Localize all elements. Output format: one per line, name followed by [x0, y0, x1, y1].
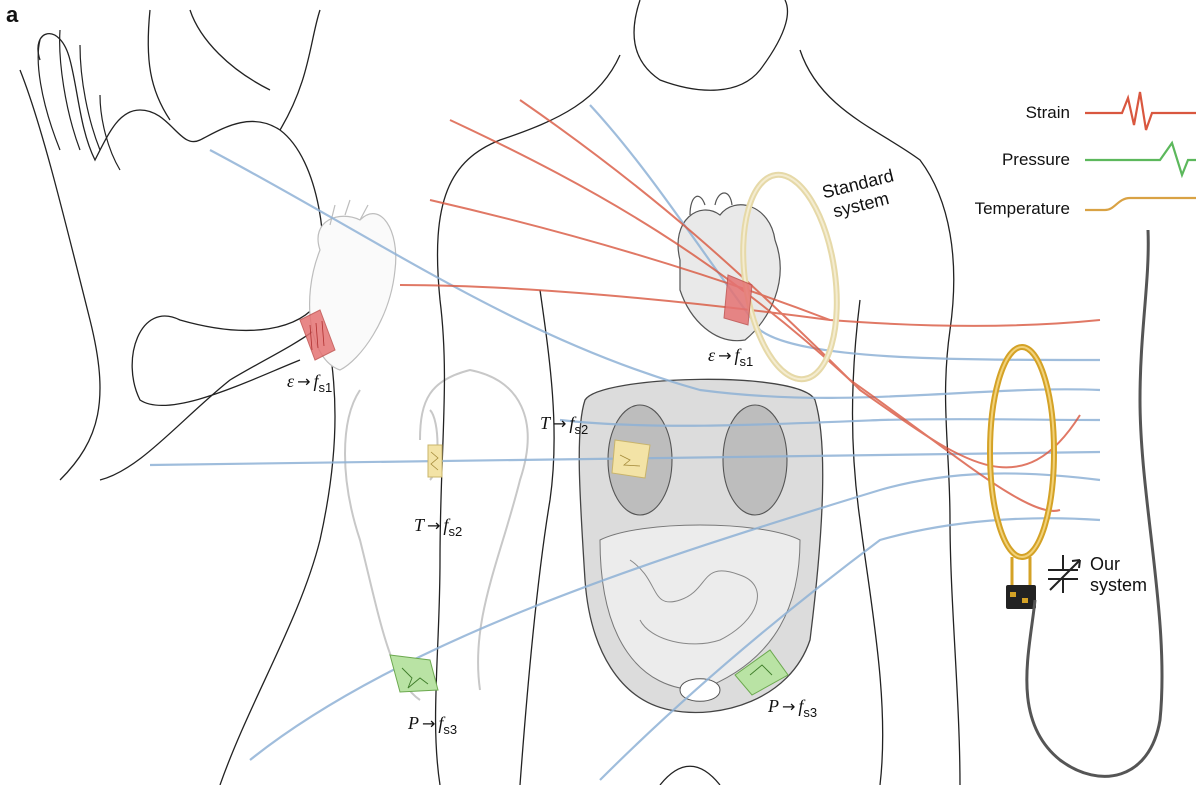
- pressure-mapping-label-front: P→fs3: [768, 697, 817, 719]
- arrow-glyph: →: [715, 346, 734, 365]
- temperature-mapping-label-front: T→fs2: [540, 414, 588, 436]
- legend-temperature-label: Temperature: [975, 199, 1070, 219]
- temperature-sensor-patch-front: [612, 440, 650, 478]
- panel-label: a: [6, 2, 18, 28]
- mapping-var: T: [540, 413, 550, 433]
- side-figure-outline: [20, 10, 340, 785]
- mapping-sub: s1: [740, 354, 754, 369]
- mapping-sub: s2: [574, 422, 588, 437]
- our-system-line2: system: [1090, 575, 1147, 596]
- legend-temperature-wave: [1085, 198, 1196, 210]
- legend-pressure-wave: [1085, 143, 1196, 175]
- mapping-var: T: [414, 515, 424, 535]
- mapping-sub: s2: [448, 524, 462, 539]
- arrow-glyph: →: [419, 714, 438, 733]
- mapping-sub: s3: [803, 705, 817, 720]
- legend-pressure-label: Pressure: [1002, 150, 1070, 170]
- mapping-var: P: [768, 696, 779, 716]
- temperature-mapping-label-side: T→fs2: [414, 516, 462, 538]
- temperature-sensor-patch-side: [428, 445, 442, 477]
- pressure-sensor-patch-side: [390, 655, 438, 692]
- arrow-glyph: →: [779, 697, 798, 716]
- variable-capacitor-icon: [1048, 555, 1080, 593]
- arrow-glyph: →: [550, 414, 569, 433]
- strain-mapping-label-side: ε→fs1: [287, 372, 332, 394]
- legend-strain-label: Strain: [1026, 103, 1070, 123]
- our-system-label: Our system: [1090, 554, 1147, 596]
- hand-outline: [38, 30, 120, 170]
- mapping-sub: s1: [319, 380, 333, 395]
- mapping-var: P: [408, 713, 419, 733]
- legend-strain-wave: [1085, 92, 1196, 130]
- arrow-glyph: →: [424, 516, 443, 535]
- arrow-glyph: →: [294, 372, 313, 391]
- our-coil: [990, 347, 1054, 609]
- our-system-line1: Our: [1090, 554, 1147, 575]
- pressure-mapping-label-side: P→fs3: [408, 714, 457, 736]
- strain-mapping-label-front: ε→fs1: [708, 346, 753, 368]
- mapping-sub: s3: [443, 722, 457, 737]
